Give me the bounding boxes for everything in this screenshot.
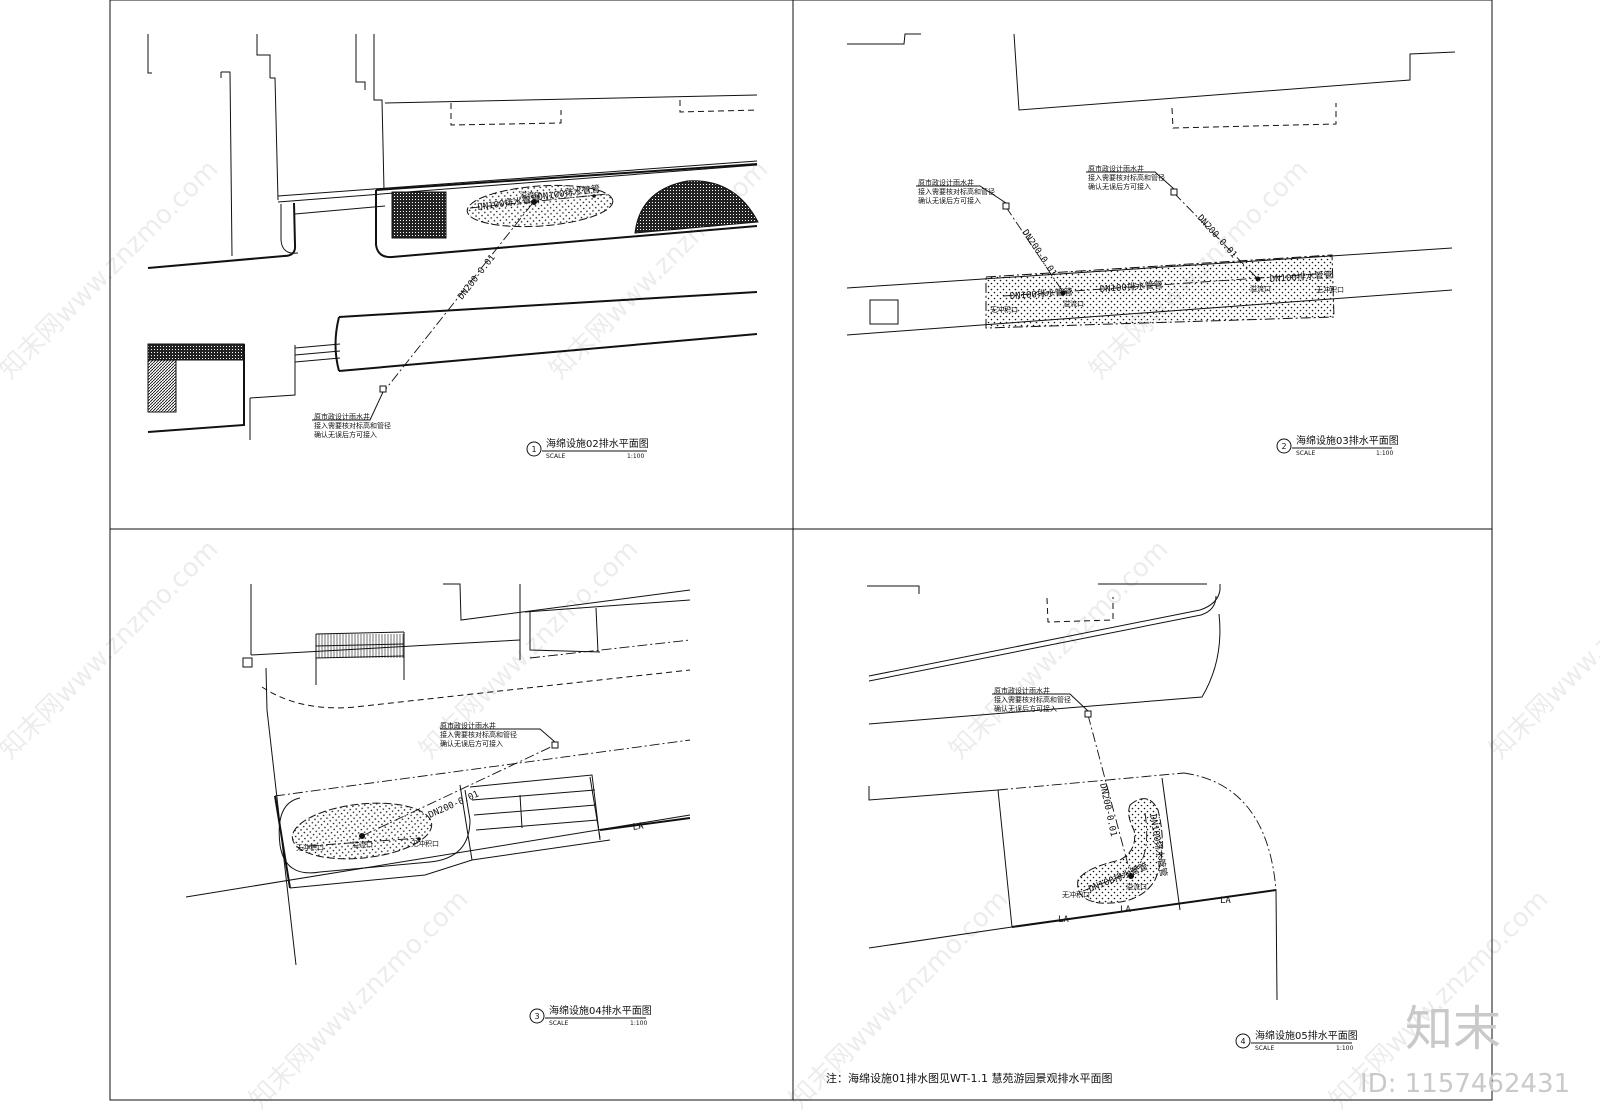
p3-callout-3: 确认无误后方可接入 [440, 739, 503, 748]
p2-scale-label: SCALE [1296, 450, 1315, 457]
p4-inlet-label: 溢流口 [1126, 882, 1147, 891]
rain-garden-3 [291, 802, 433, 860]
p2-callout2-3: 确认无误后方可接入 [1088, 182, 1151, 191]
p3-la-label: LA [632, 821, 645, 832]
p2-callout2-1: 原市政设计雨水井 [1088, 164, 1144, 173]
p1-scale-value: 1:100 [627, 453, 644, 460]
watermark-8: 知末网www.znzmo.com [244, 884, 475, 1115]
p2-callout-1: 原市政设计雨水井 [918, 178, 974, 187]
rain-garden-4 [1077, 798, 1163, 904]
p1-number: 1 [531, 445, 536, 454]
p4-outlet-label: 无冲积口 [1062, 890, 1090, 899]
p4-number-bubble [1235, 1033, 1251, 1049]
panel-4-plan: LA LA LA 溢流口 无冲积口 DN100排水管管 DN100排水管管 DN… [867, 583, 1358, 1052]
p1-callout-3: 确认无误后方可接入 [314, 430, 377, 439]
p1-title: 海绵设施02排水平面图 [546, 437, 649, 450]
panel-3-plan: LA 溢流口 无冲积口 无冲积口 DN200-0.01 原市政设计雨水井 接入需… [185, 583, 691, 1027]
dark-planting-mound [634, 180, 759, 234]
panel-2-plan: DN100排水管管 DN100排水管管 DN100排水管管 溢流口 溢流口 无冲… [846, 33, 1456, 457]
p4-la-label-2: LA [1120, 905, 1131, 915]
watermark-4: 知末网www.znzmo.com [0, 534, 224, 765]
p2-callout2-2: 接入需要核对标高和管径 [1088, 173, 1165, 182]
rain-garden-1 [466, 184, 614, 228]
p1-number-bubble [526, 441, 542, 457]
p3-callout-1: 原市政设计雨水井 [440, 721, 496, 730]
p3-scale-value: 1:100 [630, 1020, 647, 1027]
p2-inlet-label-2: 溢流口 [1250, 284, 1271, 293]
rain-garden-2 [985, 254, 1335, 329]
p2-inlet-label: 溢流口 [1063, 299, 1084, 308]
p2-outlet-label-2: 无冲积口 [1316, 285, 1344, 294]
p4-catch-basin [1084, 710, 1092, 718]
p3-scale-label: SCALE [549, 1020, 568, 1027]
p4-la-label: LA [1058, 915, 1069, 925]
p3-number: 3 [534, 1012, 539, 1021]
hatched-planter-1 [391, 191, 447, 239]
p4-scale-label: SCALE [1255, 1045, 1274, 1052]
p1-inlet-label: 溢流口 [520, 190, 541, 199]
p1-catch-basin [379, 385, 387, 393]
p2-title: 海绵设施03排水平面图 [1296, 434, 1399, 447]
p3-pipe-label: DN200-0.01 [427, 790, 481, 821]
p2-utility-box [869, 299, 899, 325]
p3-inlet-label: 溢流口 [352, 840, 373, 849]
p2-number: 2 [1281, 442, 1286, 451]
watermark-6: 知末网www.znzmo.com [944, 534, 1175, 765]
p4-callout-3: 确认无误后方可接入 [994, 704, 1057, 713]
p3-title: 海绵设施04排水平面图 [549, 1004, 652, 1017]
p3-outlet-label-2: 无冲积口 [411, 839, 439, 848]
p4-scale-value: 1:100 [1336, 1045, 1353, 1052]
p4-title: 海绵设施05排水平面图 [1255, 1029, 1358, 1042]
p2-scale-value: 1:100 [1376, 450, 1393, 457]
p4-pipe-label: DN200-0.01 [1097, 783, 1118, 838]
p2-number-bubble [1276, 438, 1292, 454]
p4-number: 4 [1240, 1037, 1245, 1046]
p4-callout-2: 接入需要核对标高和管径 [994, 695, 1071, 704]
p4-la-label-3: LA [1220, 896, 1231, 906]
p4-callout-1: 原市政设计雨水井 [994, 686, 1050, 695]
p2-outlet-label: 无冲积口 [990, 305, 1018, 314]
watermark-5: 知末网www.znzmo.com [414, 534, 645, 765]
p2-callout-3: 确认无误后方可接入 [918, 196, 981, 205]
panel-1-plan: DN100排水管管 DN100排水管管 溢流口 DN200-0.01 原市政设计… [147, 34, 759, 460]
p2-callout-2: 接入需要核对标高和管径 [918, 187, 995, 196]
p3-catch-basin [551, 741, 559, 749]
p3-number-bubble [529, 1008, 545, 1024]
hatched-planter-2 [147, 359, 177, 413]
p1-callout-1: 原市政设计雨水井 [314, 412, 370, 421]
p1-scale-label: SCALE [546, 453, 565, 460]
p3-callout-2: 接入需要核对标高和管径 [440, 730, 517, 739]
sheet-note: 注：海绵设施01排水图见WT-1.1 慧苑游园景观排水平面图 [826, 1071, 1113, 1085]
watermark-7: 知末网www.znzmo.com [1484, 534, 1600, 765]
p2-pipe-label: DN200-0.01 [1020, 228, 1059, 279]
p3-outlet-label: 无冲积口 [296, 843, 324, 852]
brand-logo: 知末 [1405, 1001, 1501, 1057]
image-id: ID: 1157462431 [1360, 1069, 1570, 1099]
watermark-layer: 知末网www.znzmo.com 知末网www.znzmo.com 知末网www… [0, 154, 1600, 1115]
p1-callout-2: 接入需要核对标高和管径 [314, 421, 391, 430]
p1-pipe-label: DN200-0.01 [456, 253, 497, 302]
sheet-frame [109, 0, 1493, 1101]
